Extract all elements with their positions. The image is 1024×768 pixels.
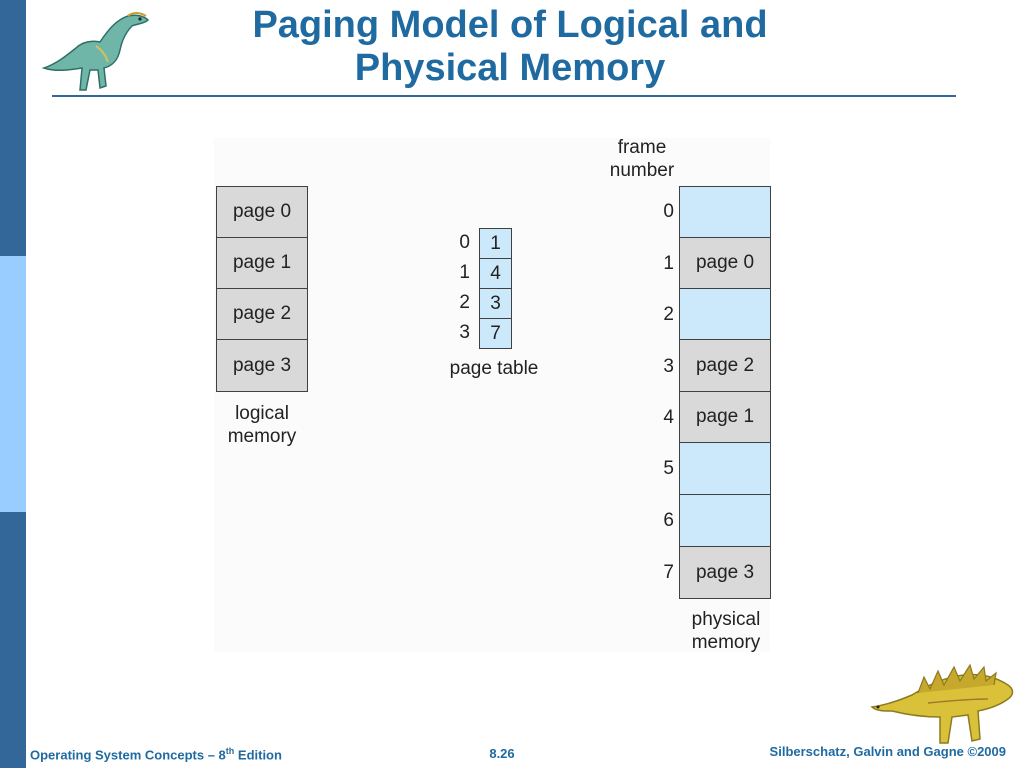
frame-number-5: 5	[663, 458, 674, 479]
logical-page-3: page 3	[216, 339, 308, 392]
dinosaur-icon	[41, 12, 150, 91]
page-table-index-0: 0	[459, 232, 470, 253]
physical-frame-4: page 1	[679, 391, 771, 443]
footer-authors: Silberschatz, Galvin and Gagne ©2009	[769, 744, 1006, 759]
page-table-entry-3: 7	[479, 318, 512, 349]
side-bar-top	[0, 0, 26, 256]
logical-memory-caption: logical memory	[227, 403, 297, 447]
frame-number-3: 3	[663, 356, 674, 377]
logical-page-1: page 1	[216, 237, 308, 289]
slide-title: Paging Model of Logical and Physical Mem…	[170, 4, 850, 90]
logical-page-2: page 2	[216, 288, 308, 340]
page-table-index-1: 1	[459, 262, 470, 283]
footer-book-title-sup: th	[225, 746, 235, 756]
title-line-1: Paging Model of Logical and	[252, 4, 768, 46]
physical-frame-1: page 0	[679, 237, 771, 289]
frame-number-header: frame number	[609, 137, 675, 181]
physical-frame-0	[679, 186, 771, 238]
title-divider	[52, 95, 956, 97]
physical-frame-5	[679, 442, 771, 495]
page-table-entry-0: 1	[479, 228, 512, 259]
page-table-entry-1: 4	[479, 258, 512, 289]
page-table-caption: page table	[449, 358, 539, 379]
side-bar-bottom	[0, 512, 26, 768]
title-line-2: Physical Memory	[354, 47, 666, 89]
stegosaurus-icon	[870, 663, 1014, 744]
frame-number-1: 1	[663, 253, 674, 274]
footer-book-title-main: Operating System Concepts – 8	[30, 747, 226, 763]
footer-page-number: 8.26	[489, 746, 515, 761]
footer-book-title: Operating System Concepts – 8th Edition	[30, 746, 282, 762]
side-bar-middle	[0, 256, 26, 512]
footer-book-title-end: Edition	[234, 747, 282, 763]
page-table-entry-2: 3	[479, 288, 512, 319]
page-table-index-3: 3	[459, 322, 470, 343]
physical-frame-3: page 2	[679, 339, 771, 392]
frame-number-2: 2	[663, 304, 674, 325]
physical-memory-caption: physical memory	[691, 609, 761, 653]
frame-number-0: 0	[663, 201, 674, 222]
frame-number-4: 4	[663, 407, 674, 428]
physical-frame-2	[679, 288, 771, 340]
logical-page-0: page 0	[216, 186, 308, 238]
page-table-index-2: 2	[459, 292, 470, 313]
frame-number-6: 6	[663, 510, 674, 531]
physical-frame-6	[679, 494, 771, 547]
frame-number-7: 7	[663, 562, 674, 583]
physical-frame-7: page 3	[679, 546, 771, 599]
